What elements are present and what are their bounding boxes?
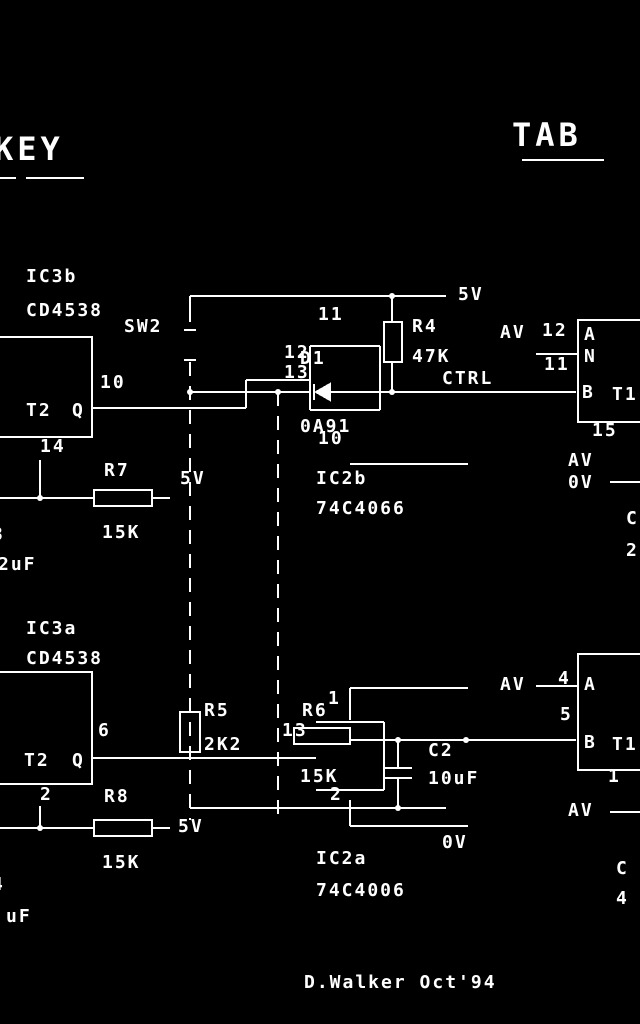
r8-junction — [37, 825, 43, 831]
pin-b-lower: B — [584, 732, 597, 753]
d1-part: 0A91 — [300, 416, 351, 437]
r7-resistor — [93, 489, 153, 507]
c-left-lower: 4 — [0, 874, 5, 895]
pin-n-top: N — [584, 346, 597, 367]
t1-lower-ic-body — [577, 653, 640, 771]
c-right-val: 2 — [626, 540, 639, 561]
r5-resistor — [179, 711, 201, 753]
ic3a-part: CD4538 — [26, 648, 103, 669]
ic2a-pin1: 1 — [328, 688, 341, 709]
ic3b-t2-pin: T2 — [26, 400, 52, 421]
ic3b-part: CD4538 — [26, 300, 103, 321]
right-lower-val: 4 — [616, 888, 629, 909]
c2-label: C2 — [428, 740, 454, 761]
pin11-right: 11 — [544, 354, 570, 375]
tab-header: TAB — [512, 116, 582, 154]
r8-label: R8 — [104, 786, 130, 807]
c2-value: 10uF — [428, 768, 479, 789]
t1-top-label: T1 — [612, 384, 638, 405]
ic2b-label: IC2b — [316, 468, 367, 489]
5v-top-label: 5V — [458, 284, 484, 305]
pin-b-top: B — [582, 382, 595, 403]
ic3b-body — [0, 336, 93, 438]
sw2-label: SW2 — [124, 316, 163, 337]
d1-label: D1 — [300, 348, 326, 369]
ic3b-q-pin: Q — [72, 400, 85, 421]
5v-bottom-junction — [395, 805, 401, 811]
0v-mid-label: 0V — [568, 472, 594, 493]
ic2b-pin13: 13 — [284, 362, 310, 383]
r7-label: R7 — [104, 460, 130, 481]
c-left-upper-val: 2uF — [0, 554, 37, 575]
r6-label: R6 — [302, 700, 328, 721]
right-lower-c: C — [616, 858, 629, 879]
pin-a-top: A — [584, 324, 597, 345]
r8-value: 15K — [102, 852, 141, 873]
av-lower-label: AV — [500, 674, 526, 695]
credit-text: D.Walker Oct'94 — [304, 972, 497, 993]
ic3a-q-pin: Q — [72, 750, 85, 771]
ic2b-pin10: 10 — [318, 428, 344, 449]
ic3b-label: IC3b — [26, 266, 77, 287]
pin12-right: 12 — [542, 320, 568, 341]
ic2a-part: 74C4006 — [316, 880, 406, 901]
pin1-right: 1 — [608, 766, 621, 787]
ic3b-pin14: 14 — [40, 436, 66, 457]
ic2b-part: 74C4066 — [316, 498, 406, 519]
d1-diode-symbol — [313, 382, 331, 402]
ic3a-pin6: 6 — [98, 720, 111, 741]
r5-value: 2K2 — [204, 734, 243, 755]
r7-value: 15K — [102, 522, 141, 543]
r5-label: R5 — [204, 700, 230, 721]
ic2a-pin13: 13 — [282, 720, 308, 741]
d1-input-junction — [275, 389, 281, 395]
ic3a-label: IC3a — [26, 618, 77, 639]
pin-a-lower: A — [584, 674, 597, 695]
av-bottom-label: AV — [568, 800, 594, 821]
r7-junction — [37, 495, 43, 501]
ic2a-pin2: 2 — [330, 784, 343, 805]
pin4-right: 4 — [558, 668, 571, 689]
r6-resistor — [293, 727, 351, 745]
pin15-right: 15 — [592, 420, 618, 441]
t1-b-junction — [463, 737, 469, 743]
r6-value: 15K — [300, 766, 339, 787]
ic3b-pin10: 10 — [100, 372, 126, 393]
0v-label: 0V — [442, 832, 468, 853]
c-left-upper: 3 — [0, 524, 5, 545]
c-right: C — [626, 508, 639, 529]
ic2a-label: IC2a — [316, 848, 367, 869]
r4-resistor — [383, 321, 403, 363]
5v-mid-label: 5V — [180, 468, 206, 489]
r4-value: 47K — [412, 346, 451, 367]
av-mid-label: AV — [568, 450, 594, 471]
ctrl-label: CTRL — [442, 368, 493, 389]
av-top-label: AV — [500, 322, 526, 343]
key-header: KEY — [0, 130, 64, 168]
r4-label: R4 — [412, 316, 438, 337]
t1-upper-ic-body — [577, 319, 640, 423]
t1-lower-label: T1 — [612, 734, 638, 755]
ic3a-pin2: 2 — [40, 784, 53, 805]
5v-bottom-label: 5V — [178, 816, 204, 837]
ic2b-pin11: 11 — [318, 304, 344, 325]
ic2b-pin12-top: 12 — [284, 342, 310, 363]
ic3a-body — [0, 671, 93, 785]
ic3a-t2-pin: T2 — [24, 750, 50, 771]
pin5-right: 5 — [560, 704, 573, 725]
c-left-lower-val: uF — [6, 906, 32, 927]
r8-resistor — [93, 819, 153, 837]
